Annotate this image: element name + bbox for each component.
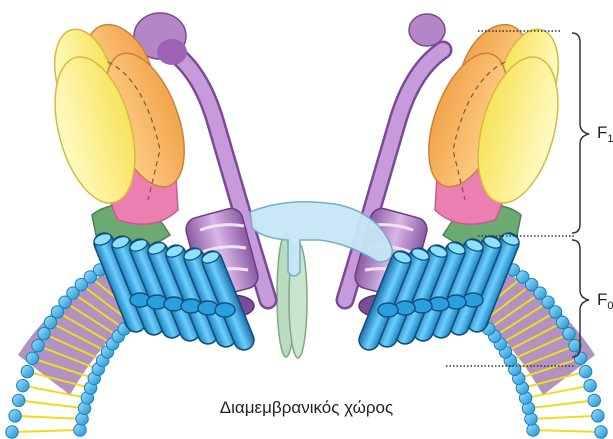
lipid-head bbox=[44, 316, 56, 328]
lipid-head bbox=[556, 316, 568, 328]
lipid-head bbox=[38, 328, 50, 340]
lipid-head bbox=[563, 328, 575, 340]
lipid-head bbox=[17, 379, 29, 391]
intermembrane-space-caption: Διαμεμβρανικός χώρος bbox=[0, 398, 613, 418]
lipid-head bbox=[6, 426, 18, 438]
lipid-head bbox=[527, 424, 539, 436]
f1-label: F1 bbox=[597, 123, 613, 145]
lipid-head bbox=[574, 352, 586, 364]
fo-label: F0 bbox=[597, 290, 613, 312]
lipid-head bbox=[26, 352, 38, 364]
lipid-head bbox=[584, 379, 596, 391]
lipid-head bbox=[579, 365, 591, 377]
lipid-head bbox=[21, 365, 33, 377]
c-subunit-base bbox=[215, 303, 235, 317]
lipid-head bbox=[74, 424, 86, 436]
c-subunit-base bbox=[378, 303, 398, 317]
lipid-head bbox=[32, 339, 44, 351]
stator-cap-right bbox=[409, 14, 445, 46]
bracket-f1 bbox=[572, 33, 589, 233]
lipid-head bbox=[595, 426, 607, 438]
